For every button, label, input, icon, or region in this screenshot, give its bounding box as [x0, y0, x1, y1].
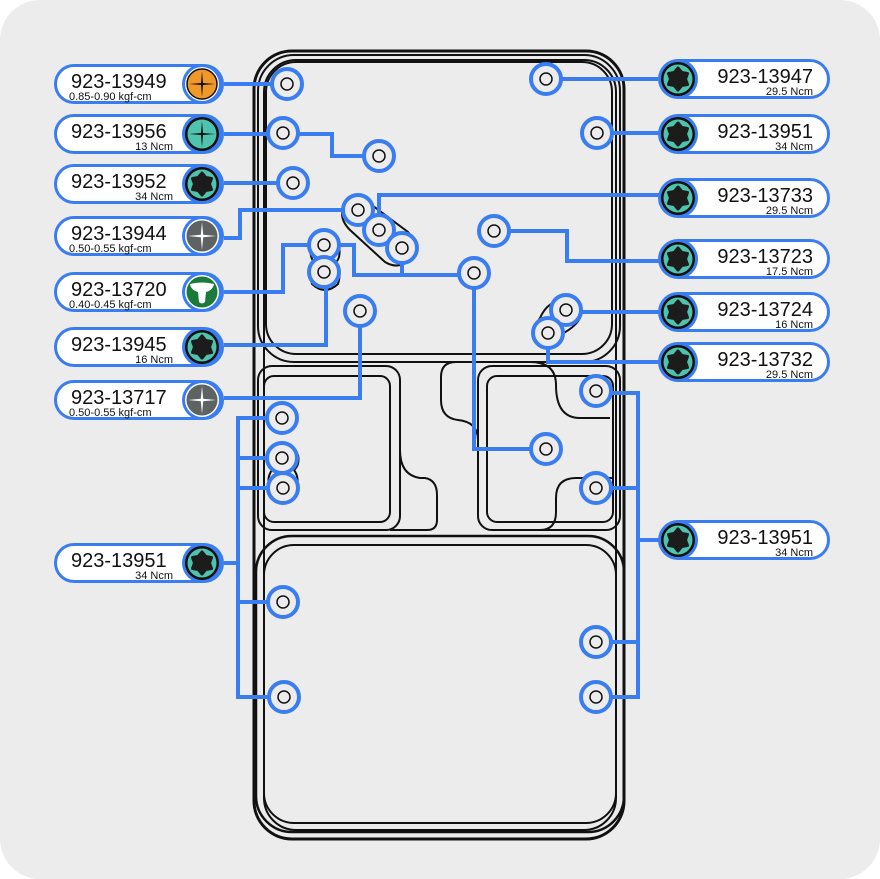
torque-spec: 34 Ncm — [775, 547, 813, 559]
torx-teal-icon — [182, 327, 222, 367]
phillips-gray-icon — [182, 380, 222, 420]
left-mid-tab — [390, 449, 438, 531]
left-mid-compartment-outer — [257, 365, 401, 531]
right-upper-notch — [529, 361, 610, 419]
torque-spec: 0.50-0.55 kgf-cm — [69, 407, 152, 419]
connector-line — [224, 132, 364, 158]
screw-hole[interactable] — [549, 293, 583, 327]
screw-hole[interactable] — [341, 193, 375, 227]
screw-hole[interactable] — [276, 166, 310, 200]
screw-hole[interactable] — [307, 228, 341, 262]
screw-hole[interactable] — [266, 585, 300, 619]
screw-hole[interactable] — [270, 67, 304, 101]
torque-spec: 29.5 Ncm — [765, 205, 813, 217]
part-number: 923-13949 — [71, 71, 167, 93]
torx-teal-icon — [658, 342, 698, 382]
torx-teal-icon — [658, 292, 698, 332]
torque-spec: 29.5 Ncm — [765, 369, 813, 381]
torque-spec: 0.50-0.55 kgf-cm — [69, 243, 152, 255]
torx-teal-icon — [182, 164, 222, 204]
connector-line — [224, 326, 362, 400]
right-lower-notch — [539, 477, 612, 531]
left-mid-compartment-inner — [263, 375, 391, 523]
screw-hole[interactable] — [579, 625, 613, 659]
connector-line — [472, 288, 531, 451]
screw-hole[interactable] — [529, 62, 563, 96]
part-number: 923-13947 — [717, 66, 813, 88]
screw-hole[interactable] — [343, 294, 377, 328]
screw-hole[interactable] — [477, 214, 511, 248]
device-outer-edge — [252, 49, 626, 841]
screw-hole[interactable] — [362, 213, 396, 247]
connector-line — [546, 348, 660, 364]
connector-line — [224, 287, 328, 347]
torx-teal-icon — [658, 239, 698, 279]
torx-teal-icon — [658, 520, 698, 560]
screw-hole[interactable] — [265, 401, 299, 435]
screw-hole[interactable] — [385, 231, 419, 265]
phillips-orange-icon — [182, 64, 222, 104]
part-number: 923-13717 — [71, 387, 167, 409]
part-number: 923-13945 — [71, 334, 167, 356]
screw-hole[interactable] — [580, 116, 614, 150]
part-number: 923-13956 — [71, 121, 167, 143]
connector-line — [224, 416, 269, 699]
screw-hole[interactable] — [579, 374, 613, 408]
device-inner-edge — [263, 59, 617, 831]
bottom-compartment-outer — [254, 534, 626, 834]
bottom-compartment-inner — [263, 544, 617, 824]
screw-hole[interactable] — [266, 471, 300, 505]
part-number: 923-13952 — [71, 171, 167, 193]
torque-spec: 34 Ncm — [135, 191, 173, 203]
part-number: 923-13724 — [717, 299, 813, 321]
phillips-gray-icon — [182, 216, 222, 256]
torque-spec: 16 Ncm — [775, 319, 813, 331]
part-number: 923-13720 — [71, 279, 167, 301]
connector-line — [224, 208, 343, 240]
torque-spec: 0.40-0.45 kgf-cm — [69, 299, 152, 311]
screw-hole[interactable] — [529, 432, 563, 466]
torque-spec: 17.5 Ncm — [765, 266, 813, 278]
connector-lines — [224, 77, 660, 699]
torx-teal-icon — [182, 543, 222, 583]
screw-hole[interactable] — [579, 680, 613, 714]
screw-holes — [265, 62, 614, 714]
screw-hole[interactable] — [579, 471, 613, 505]
part-number: 923-13951 — [717, 121, 813, 143]
screw-hole[interactable] — [531, 316, 565, 350]
part-number: 923-13944 — [71, 223, 167, 245]
screw-hole[interactable] — [265, 441, 299, 475]
torx-teal-icon — [658, 59, 698, 99]
part-number: 923-13951 — [717, 527, 813, 549]
phillips-teal-icon — [182, 114, 222, 154]
device-outline — [252, 49, 626, 841]
part-number: 923-13723 — [717, 246, 813, 268]
torque-spec: 13 Ncm — [135, 141, 173, 153]
center-notch — [440, 361, 526, 441]
tri-wing-green-icon — [182, 272, 222, 312]
part-number: 923-13733 — [717, 185, 813, 207]
torque-spec: 34 Ncm — [135, 570, 173, 582]
torque-spec: 16 Ncm — [135, 354, 173, 366]
torx-teal-icon — [658, 178, 698, 218]
part-number: 923-13732 — [717, 349, 813, 371]
screw-hole[interactable] — [362, 139, 396, 173]
screw-hole[interactable] — [266, 116, 300, 150]
part-number: 923-13951 — [71, 550, 167, 572]
torque-spec: 29.5 Ncm — [765, 86, 813, 98]
connector-line — [224, 243, 309, 294]
connector-line — [377, 193, 660, 215]
torx-teal-icon — [658, 114, 698, 154]
screw-hole[interactable] — [457, 256, 491, 290]
torque-spec: 34 Ncm — [775, 141, 813, 153]
torque-spec: 0.85-0.90 kgf-cm — [69, 91, 152, 103]
screw-hole[interactable] — [307, 255, 341, 289]
screw-hole[interactable] — [267, 680, 301, 714]
connector-line — [509, 229, 660, 263]
connector-line — [611, 391, 660, 699]
